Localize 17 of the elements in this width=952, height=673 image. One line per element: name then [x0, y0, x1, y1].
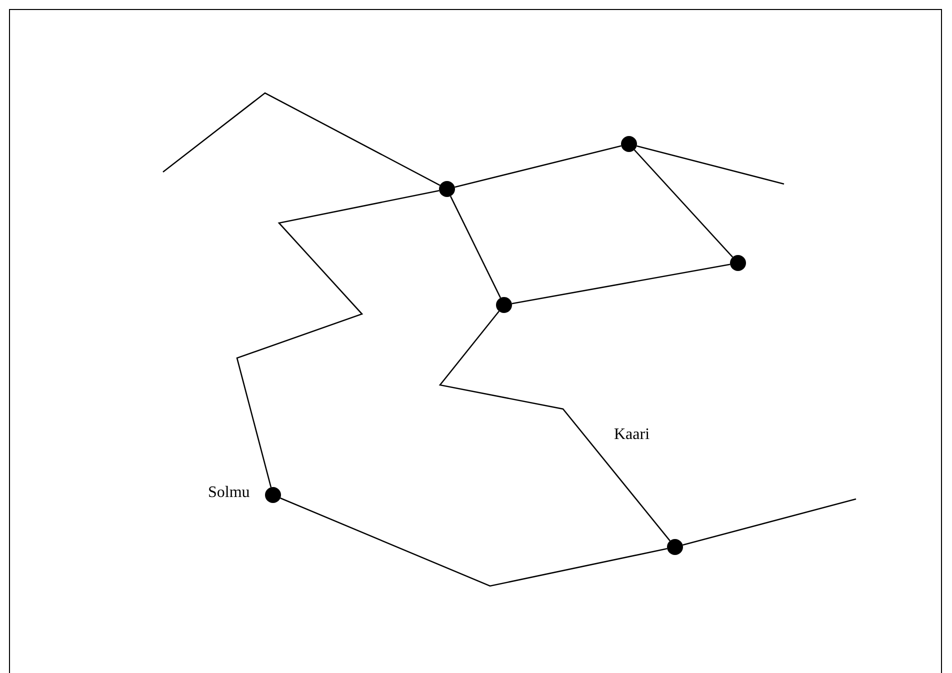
edge-line [636, 145, 784, 185]
node-dot [265, 487, 281, 503]
edge-line [512, 264, 730, 304]
node-dot [667, 539, 683, 555]
edge-line [450, 196, 502, 298]
node-dot [439, 181, 455, 197]
node-dot [621, 136, 637, 152]
edge-line [634, 149, 734, 258]
edge-line [280, 498, 668, 587]
edge-line [682, 498, 856, 546]
edge-line [454, 145, 622, 188]
edge-line [236, 190, 440, 488]
node-dot [730, 255, 746, 271]
edge-line [438, 310, 670, 542]
node-dot [496, 297, 512, 313]
node-caption: Solmu [208, 484, 250, 502]
edge-line [162, 92, 440, 186]
